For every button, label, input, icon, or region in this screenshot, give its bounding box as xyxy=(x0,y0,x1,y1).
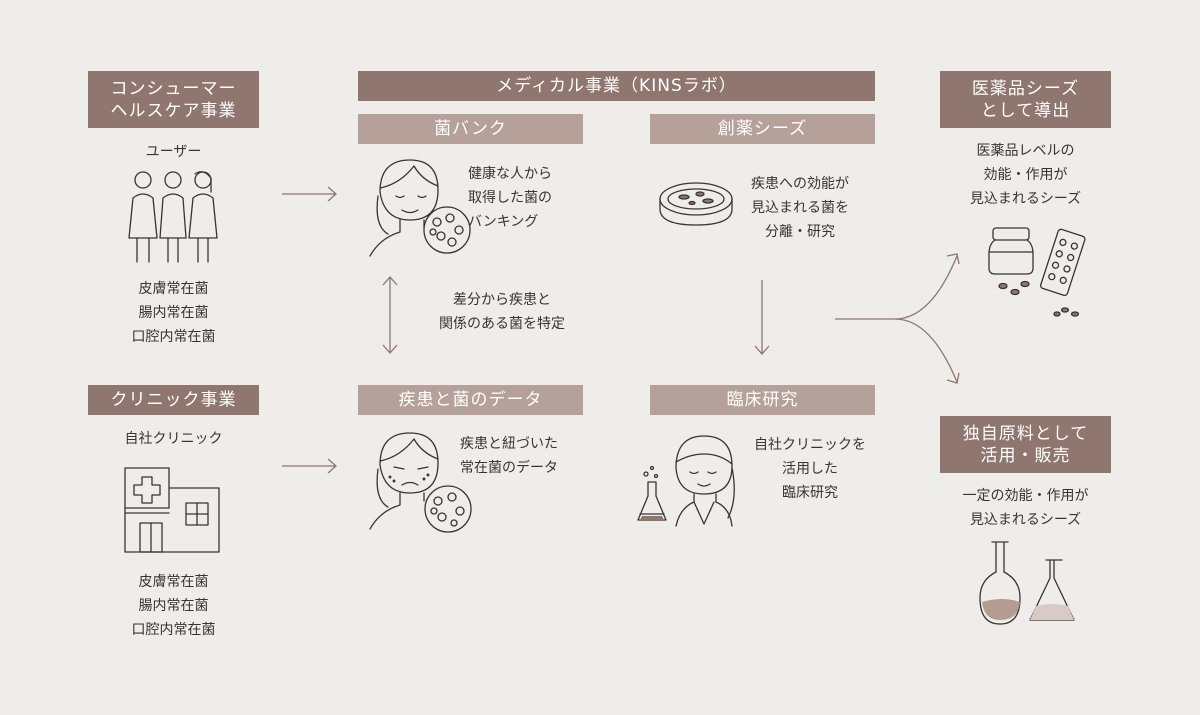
bacteria-bank-label: 菌バンク xyxy=(358,114,583,144)
clinical-research-label: 臨床研究 xyxy=(650,385,875,415)
medical-business-header: メディカル事業（KINSラボ） xyxy=(358,71,875,101)
healthy-person-icon xyxy=(369,159,471,257)
pharma-seeds-label: 医薬品シーズ として導出 xyxy=(940,71,1111,128)
original-ingredient-label: 独自原料として 活用・販売 xyxy=(940,416,1111,473)
pharma-seeds-desc: 医薬品レベルの 効能・作用が 見込まれるシーズ xyxy=(969,143,1082,207)
drug-seeds-label: 創薬シーズ xyxy=(650,114,875,144)
consumer-bacteria-list: 皮膚常在菌 腸内常在菌 口腔内常在菌 xyxy=(131,281,216,345)
consumer-healthcare-label: コンシューマー ヘルスケア事業 xyxy=(88,71,259,128)
medicine-bottle-pills-icon xyxy=(988,227,1086,317)
users-icon xyxy=(128,171,218,263)
arrow-right-icon xyxy=(282,186,337,202)
arrow-down-icon xyxy=(754,280,770,355)
researcher-icon xyxy=(637,435,735,527)
clinic-building-icon xyxy=(124,467,220,553)
clinic-business-label: クリニック事業 xyxy=(88,385,259,415)
own-clinic-label: 自社クリニック xyxy=(124,431,223,447)
arrow-right-icon xyxy=(282,458,337,474)
flasks-icon xyxy=(979,541,1075,625)
clinic-bacteria-list: 皮膚常在菌 腸内常在菌 口腔内常在菌 xyxy=(131,574,216,638)
original-ingredient-desc: 一定の効能・作用が 見込まれるシーズ xyxy=(962,488,1089,528)
drug-seeds-desc: 疾患への効能が 見込まれる菌を 分離・研究 xyxy=(751,176,849,240)
identify-bacteria-text: 差分から疾患と 関係のある菌を特定 xyxy=(439,292,565,332)
disease-data-label: 疾患と菌のデータ xyxy=(358,385,583,415)
clinical-research-desc: 自社クリニックを 活用した 臨床研究 xyxy=(754,437,866,501)
consumer-user-label: ユーザー xyxy=(145,144,202,160)
bacteria-bank-desc: 健康な人から 取得した菌の バンキング xyxy=(468,166,552,230)
bidirectional-arrow-icon xyxy=(382,276,398,354)
branch-arrow-icon xyxy=(835,253,960,384)
patient-icon xyxy=(369,432,472,533)
disease-data-desc: 疾患と紐づいた 常在菌のデータ xyxy=(460,436,558,476)
petri-dish-icon xyxy=(659,182,733,226)
